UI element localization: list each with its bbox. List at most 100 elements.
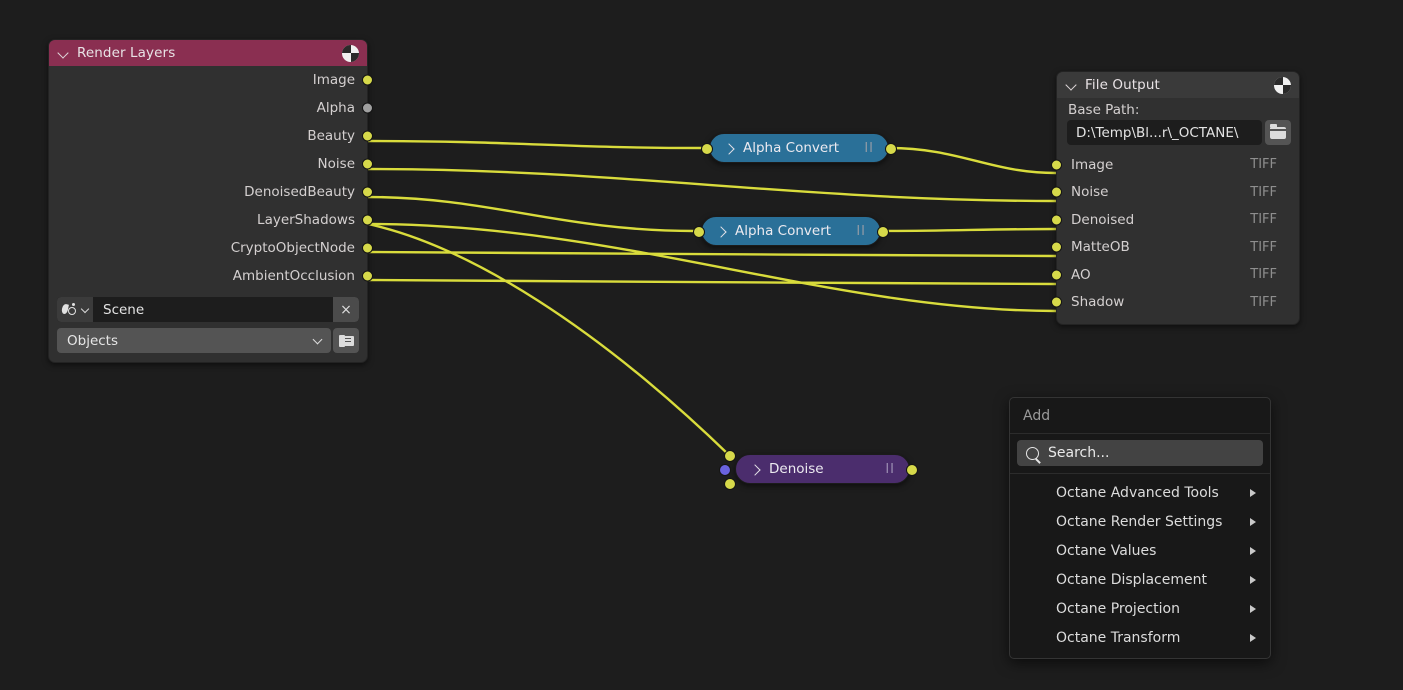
menu-item-octane-displacement[interactable]: Octane Displacement [1010, 565, 1270, 594]
node-alpha-convert-1[interactable]: Alpha Convert II [701, 133, 897, 163]
alpha-convert-2-output-socket[interactable] [877, 226, 889, 238]
chevron-right-icon[interactable] [724, 143, 735, 154]
output-socket-alpha[interactable] [362, 102, 373, 114]
node-body-file-output: Base Path: D:\Temp\Bl...r\_OCTANE\ Image… [1051, 98, 1299, 317]
output-socket-ambientocclusion[interactable] [362, 270, 373, 282]
output-socket-row[interactable]: AmbientOcclusion [49, 262, 373, 290]
chevron-down-icon [314, 336, 322, 344]
scene-id-icon[interactable] [57, 297, 93, 322]
view-layer-value: Objects [67, 332, 119, 349]
input-socket-row[interactable]: Shadow TIFF [1051, 289, 1299, 317]
input-socket-noise[interactable] [1051, 186, 1062, 198]
search-row: Search... [1010, 434, 1270, 474]
alpha-convert-2-input-socket[interactable] [693, 226, 705, 238]
denoise-input-socket-normal[interactable] [719, 464, 731, 476]
output-socket-row[interactable]: Noise [49, 150, 373, 178]
menu-item-label: Octane Transform [1056, 629, 1181, 646]
node-header-file-output[interactable]: File Output [1057, 72, 1299, 98]
node-title: Alpha Convert [735, 223, 832, 239]
denoise-input-socket-albedo[interactable] [724, 478, 736, 490]
input-socket-row[interactable]: Noise TIFF [1051, 179, 1299, 207]
input-socket-ao[interactable] [1051, 269, 1062, 281]
duplicate-layer-button[interactable] [333, 328, 359, 353]
input-label: Denoised [1071, 211, 1135, 228]
search-placeholder: Search... [1048, 445, 1110, 461]
node-denoise[interactable]: Denoise II [719, 450, 918, 490]
base-path-input[interactable]: D:\Temp\Bl...r\_OCTANE\ [1067, 120, 1262, 145]
alpha-convert-1-input-socket[interactable] [701, 143, 713, 155]
chevron-right-icon[interactable] [750, 464, 761, 475]
output-label: Beauty [307, 128, 355, 144]
output-socket-row[interactable]: Image [49, 66, 373, 94]
chevron-down-icon[interactable] [1066, 79, 1078, 91]
node-header-render-layers[interactable]: Render Layers [49, 40, 367, 66]
alpha-convert-1-output-socket[interactable] [885, 143, 897, 155]
input-label: Shadow [1071, 294, 1125, 311]
scene-field-row: Scene × [49, 290, 367, 325]
output-socket-row[interactable]: Beauty [49, 122, 373, 150]
input-label: Noise [1071, 184, 1109, 201]
menu-item-label: Octane Advanced Tools [1056, 484, 1219, 501]
menu-item-octane-transform[interactable]: Octane Transform [1010, 623, 1270, 652]
output-socket-row[interactable]: DenoisedBeauty [49, 178, 373, 206]
output-socket-image[interactable] [362, 74, 373, 86]
view-layer-dropdown[interactable]: Objects [57, 328, 331, 353]
input-socket-row[interactable]: AO TIFF [1051, 261, 1299, 289]
scene-id-field[interactable]: Scene × [57, 297, 359, 322]
input-socket-image[interactable] [1051, 159, 1062, 171]
denoise-output-socket[interactable] [906, 464, 918, 476]
output-socket-cryptoobjectnode[interactable] [362, 242, 373, 254]
output-socket-row[interactable]: CryptoObjectNode [49, 234, 373, 262]
output-socket-row[interactable]: LayerShadows [49, 206, 373, 234]
menu-item-octane-projection[interactable]: Octane Projection [1010, 594, 1270, 623]
output-label: Image [312, 72, 355, 88]
output-label: Noise [317, 156, 355, 172]
input-label: Image [1071, 156, 1114, 173]
input-format: TIFF [1250, 294, 1277, 310]
add-node-menu[interactable]: Add Search... Octane Advanced Tools Octa… [1009, 397, 1271, 659]
output-socket-noise[interactable] [362, 158, 373, 170]
input-label: MatteOB [1071, 239, 1130, 256]
node-body-render-layers: Image Alpha Beauty Noise DenoisedBeauty … [49, 66, 373, 362]
menu-item-octane-render-settings[interactable]: Octane Render Settings [1010, 507, 1270, 536]
output-socket-beauty[interactable] [362, 130, 373, 142]
input-socket-row[interactable]: Image TIFF [1051, 151, 1299, 179]
input-socket-row[interactable]: MatteOB TIFF [1051, 234, 1299, 262]
input-format: TIFF [1250, 184, 1277, 200]
node-file-output[interactable]: File Output Base Path: D:\Temp\Bl...r\_O… [1051, 71, 1300, 325]
node-title: File Output [1085, 77, 1160, 93]
menu-item-octane-advanced-tools[interactable]: Octane Advanced Tools [1010, 478, 1270, 507]
duplicate-icon [338, 334, 354, 348]
input-format: TIFF [1250, 267, 1277, 283]
base-path-row: D:\Temp\Bl...r\_OCTANE\ [1057, 120, 1299, 151]
scene-glyph-icon [61, 302, 81, 317]
browse-folder-button[interactable] [1265, 120, 1291, 145]
input-socket-denoised[interactable] [1051, 214, 1062, 226]
scene-name-value[interactable]: Scene [93, 297, 333, 322]
menu-item-octane-values[interactable]: Octane Values [1010, 536, 1270, 565]
chevron-right-icon[interactable] [716, 226, 727, 237]
mute-indicator-icon: II [856, 223, 866, 239]
output-socket-denoisedbeauty[interactable] [362, 186, 373, 198]
input-socket-matteob[interactable] [1051, 241, 1062, 253]
clear-scene-button[interactable]: × [333, 297, 359, 322]
submenu-arrow-icon [1250, 633, 1256, 642]
chevron-down-icon[interactable] [58, 47, 70, 59]
input-socket-row[interactable]: Denoised TIFF [1051, 206, 1299, 234]
output-socket-layershadows[interactable] [362, 214, 373, 226]
base-path-label: Base Path: [1068, 102, 1140, 118]
compositing-icon [1274, 76, 1291, 94]
node-alpha-convert-2[interactable]: Alpha Convert II [693, 216, 889, 246]
compositing-icon [342, 44, 359, 62]
output-socket-row[interactable]: Alpha [49, 94, 373, 122]
add-menu-title: Add [1010, 398, 1270, 434]
node-render-layers[interactable]: Render Layers Image Alpha Beauty Noise D… [48, 39, 373, 363]
input-socket-shadow[interactable] [1051, 296, 1062, 308]
chevron-down-icon[interactable] [82, 306, 89, 313]
denoise-input-socket-beauty[interactable] [724, 450, 736, 462]
search-input[interactable]: Search... [1017, 440, 1263, 466]
menu-item-label: Octane Projection [1056, 600, 1180, 617]
node-title: Alpha Convert [743, 140, 840, 156]
node-title: Denoise [769, 461, 824, 477]
